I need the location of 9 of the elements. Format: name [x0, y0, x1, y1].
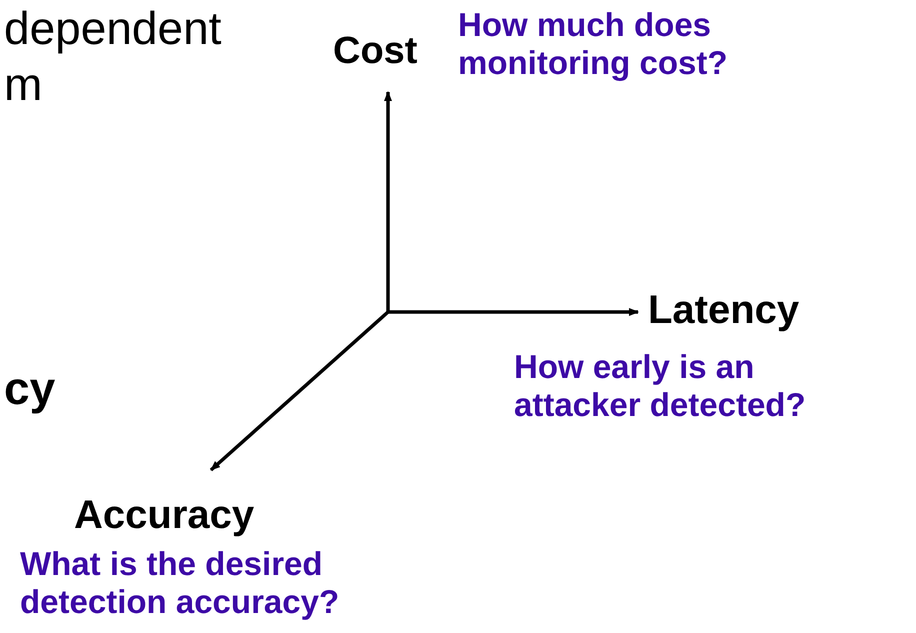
axis-label: Latency — [648, 287, 800, 333]
axis-label: Cost — [333, 30, 418, 74]
heading-text: m — [4, 58, 42, 111]
heading-text: cy — [4, 362, 56, 415]
heading-text: dependent — [4, 2, 222, 55]
question-text: How much does monitoring cost? — [458, 6, 728, 82]
axis-label: Accuracy — [74, 492, 254, 538]
question-text: What is the desired detection accuracy? — [20, 545, 340, 621]
question-text: How early is an attacker detected? — [514, 348, 807, 424]
